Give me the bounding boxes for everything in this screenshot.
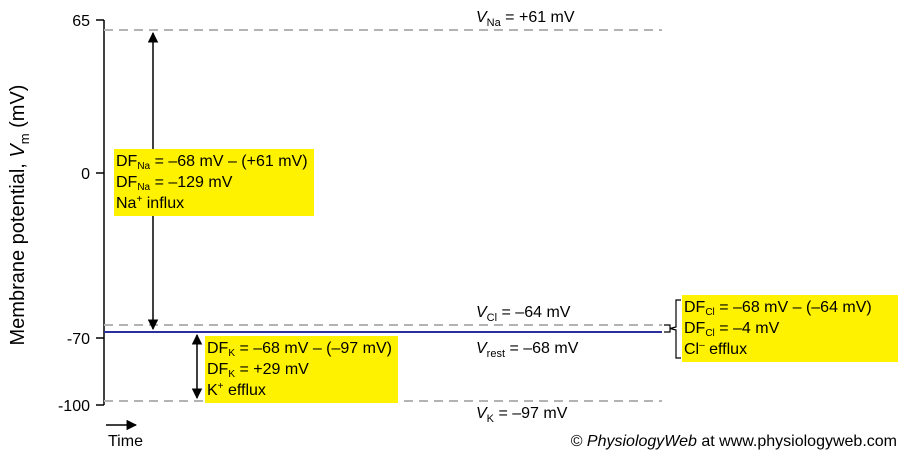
k-box-line-3: K+ efflux bbox=[207, 381, 266, 400]
na-box-line-2: DFNa = –129 mV bbox=[116, 174, 233, 193]
k-box-line-2: DFK = +29 mV bbox=[207, 361, 309, 380]
x-axis-label: Time bbox=[108, 433, 143, 450]
credit-text: © PhysiologyWeb at www.physiologyweb.com bbox=[571, 433, 897, 450]
vrest-label: Vrest = –68 mV bbox=[476, 340, 579, 360]
cl-box-line-3: Cl– efflux bbox=[684, 340, 748, 359]
na-box-line-1: DFNa = –68 mV – (+61 mV) bbox=[116, 153, 308, 172]
na-driving-force-box: DFNa = –68 mV – (+61 mV) DFNa = –129 mV … bbox=[114, 149, 314, 216]
y-tick-label-0: 0 bbox=[81, 166, 90, 183]
cl-box-line-2: DFCl = –4 mV bbox=[684, 320, 780, 339]
cl-brace bbox=[669, 299, 681, 359]
cl-driving-force-box: DFCl = –68 mV – (–64 mV) DFCl = –4 mV Cl… bbox=[682, 295, 898, 362]
y-tick-label-70: -70 bbox=[67, 331, 90, 348]
vna-label: VNa = +61 mV bbox=[476, 9, 575, 29]
k-driving-force-box: DFK = –68 mV – (–97 mV) DFK = +29 mV K+ … bbox=[205, 336, 398, 403]
k-box-line-1: DFK = –68 mV – (–97 mV) bbox=[207, 340, 392, 359]
cl-box-line-1: DFCl = –68 mV – (–64 mV) bbox=[684, 299, 872, 318]
vk-label: VK = –97 mV bbox=[476, 405, 568, 425]
y-axis-label: Membrane potential, Vm (mV) bbox=[7, 85, 32, 346]
y-tick-label-100: -100 bbox=[58, 398, 90, 415]
y-tick-label-65: 65 bbox=[72, 13, 90, 30]
na-box-line-3: Na+ influx bbox=[116, 194, 185, 213]
cl-bracket bbox=[664, 324, 671, 333]
vcl-label: VCl = –64 mV bbox=[476, 304, 571, 324]
